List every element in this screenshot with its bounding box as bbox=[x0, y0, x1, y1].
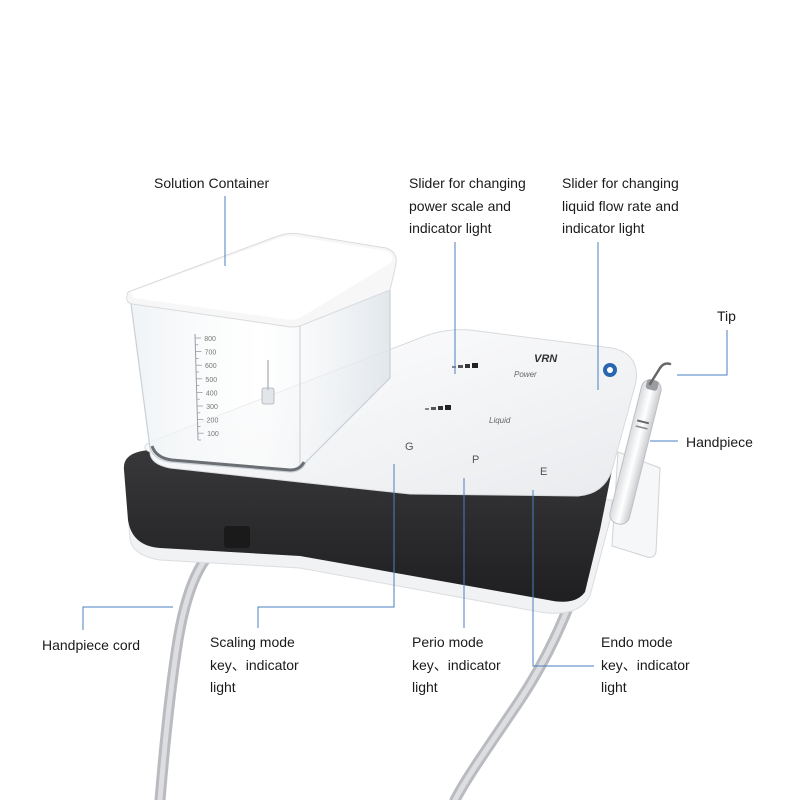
label-line: Handpiece bbox=[686, 434, 753, 450]
label-line: Solution Container bbox=[154, 175, 270, 191]
handpiece-tip bbox=[648, 362, 672, 386]
cord-port bbox=[224, 526, 250, 548]
container-lid-top bbox=[130, 236, 393, 320]
label-line: indicator light bbox=[562, 220, 645, 236]
label-line: light bbox=[601, 679, 627, 695]
leader-tip bbox=[677, 330, 728, 376]
scale-label: 100 bbox=[207, 431, 219, 438]
scale-label: 400 bbox=[206, 390, 218, 397]
label-line: Slider for changing bbox=[562, 175, 679, 191]
scale-label: 500 bbox=[205, 377, 217, 384]
brand-logo: VRN bbox=[534, 353, 558, 365]
measuring-scale-ticks bbox=[195, 337, 204, 441]
label-power-slider: Slider for changing power scale and indi… bbox=[409, 172, 526, 240]
leader-scaling-mode bbox=[257, 464, 395, 628]
label-line: Endo mode bbox=[601, 634, 673, 650]
label-line: Slider for changing bbox=[409, 175, 526, 191]
label-line: indicator light bbox=[409, 220, 492, 236]
scale-label: 700 bbox=[205, 350, 217, 357]
liquid-label: Liquid bbox=[489, 416, 511, 425]
container-bottom-dark bbox=[150, 445, 306, 472]
label-line: light bbox=[210, 679, 236, 695]
key-p: P bbox=[472, 454, 479, 466]
label-handpiece: Handpiece bbox=[686, 431, 753, 454]
scale-label: 200 bbox=[207, 418, 219, 425]
leader-endo-mode bbox=[532, 490, 594, 667]
label-liquid-slider: Slider for changing liquid flow rate and… bbox=[562, 172, 679, 240]
label-solution-container: Solution Container bbox=[154, 172, 269, 195]
container-filter bbox=[261, 387, 275, 405]
label-tip: Tip bbox=[717, 305, 736, 328]
label-endo-mode: Endo mode key、indicator light bbox=[601, 631, 690, 699]
label-line: Scaling mode bbox=[210, 634, 295, 650]
liquid-indicator-bars bbox=[425, 405, 451, 410]
scale-label: 800 bbox=[204, 336, 216, 343]
key-g: G bbox=[405, 441, 414, 453]
label-line: key、indicator bbox=[210, 656, 299, 673]
measuring-scale-labels: 800 700 600 500 400 300 200 100 bbox=[204, 336, 219, 438]
label-perio-mode: Perio mode key、indicator light bbox=[412, 631, 501, 699]
key-e: E bbox=[540, 466, 547, 478]
label-line: Perio mode bbox=[412, 634, 484, 650]
scale-label: 300 bbox=[206, 404, 218, 411]
label-line: power scale and bbox=[409, 197, 511, 214]
scale-label: 600 bbox=[205, 363, 217, 370]
brand-badge-dot bbox=[607, 367, 613, 373]
leader-handpiece-cord bbox=[82, 606, 173, 630]
label-line: key、indicator bbox=[412, 656, 501, 673]
label-handpiece-cord: Handpiece cord bbox=[42, 634, 140, 657]
label-scaling-mode: Scaling mode key、indicator light bbox=[210, 631, 299, 699]
leader-lines bbox=[82, 196, 728, 667]
label-line: liquid flow rate and bbox=[562, 197, 679, 214]
power-label: Power bbox=[514, 370, 537, 379]
label-line: key、indicator bbox=[601, 656, 690, 673]
label-line: Handpiece cord bbox=[42, 637, 141, 653]
label-line: Tip bbox=[717, 308, 736, 324]
power-indicator-bars bbox=[452, 363, 478, 368]
label-line: light bbox=[412, 679, 438, 695]
